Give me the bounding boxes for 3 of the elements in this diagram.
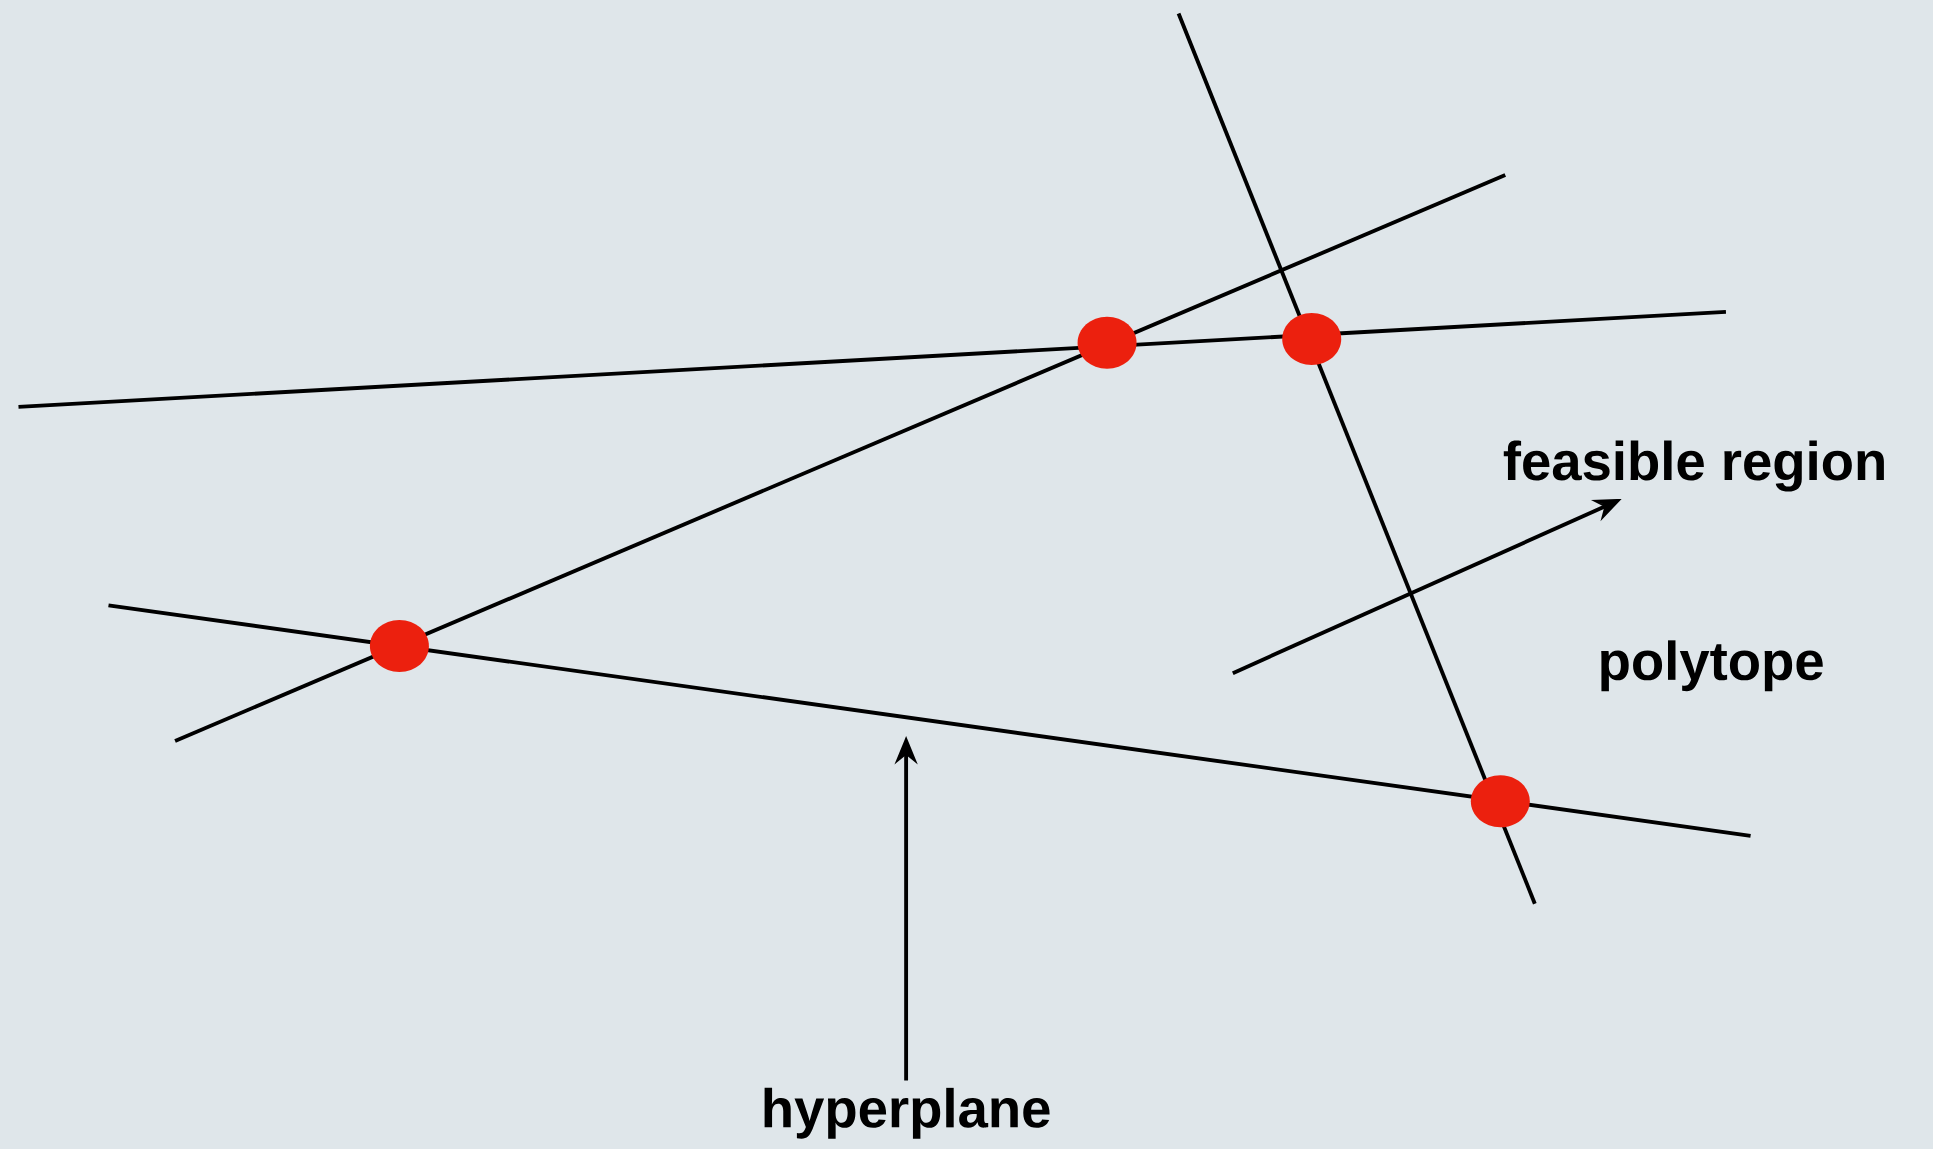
label-text: feasible region (1503, 440, 1884, 492)
label-text: polytope (1601, 640, 1823, 692)
label-text: hyperplane (764, 1087, 1050, 1139)
